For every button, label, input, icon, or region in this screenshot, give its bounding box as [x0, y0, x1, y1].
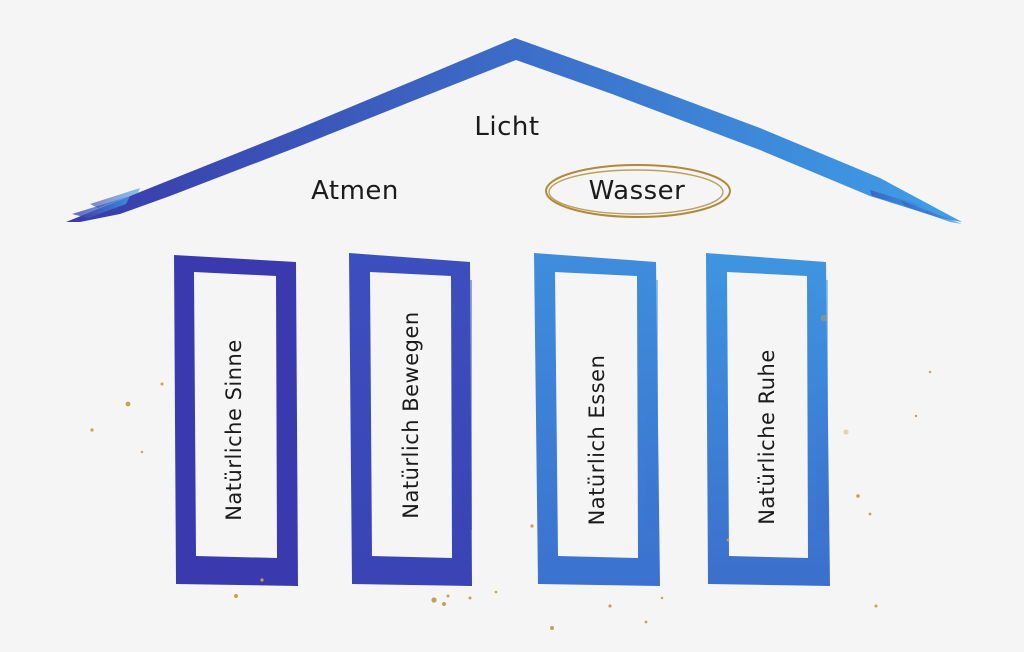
label-atmen: Atmen: [311, 176, 399, 206]
pillar-label-1: Natürliche Sinne: [222, 339, 246, 521]
highlight-circle: [545, 164, 731, 218]
pillar-frame-4: [706, 253, 830, 586]
pillar-frame-2: [349, 253, 472, 586]
pillar-frame-3: [534, 253, 660, 586]
pillar-frame-1: [174, 255, 298, 586]
gold-splatter: [90, 314, 932, 630]
roof-shape: [66, 38, 962, 224]
label-wasser: Wasser: [588, 176, 686, 206]
label-licht: Licht: [474, 112, 540, 142]
pillar-label-2: Natürlich Bewegen: [399, 311, 423, 519]
pillar-label-4: Natürliche Ruhe: [755, 349, 779, 525]
pillar-label-3: Natürlich Essen: [585, 354, 609, 526]
